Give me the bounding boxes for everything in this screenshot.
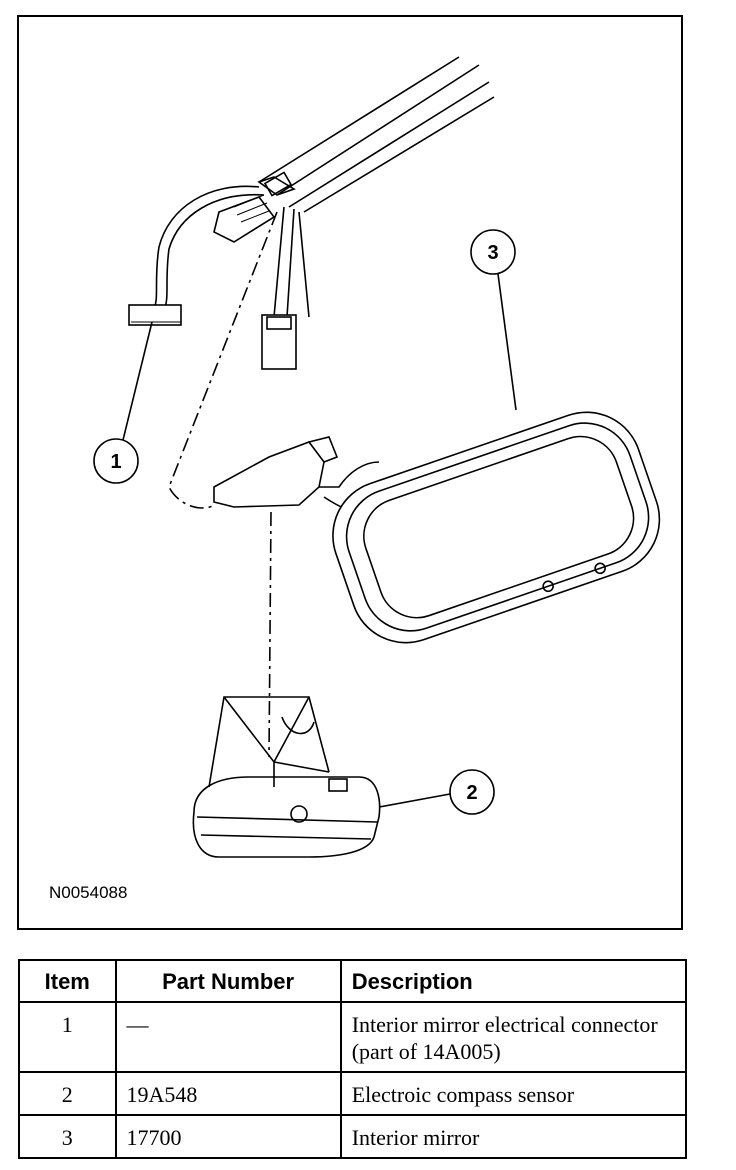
table-row: 2 19A548 Electroic compass sensor	[18, 1071, 688, 1116]
cell-description: Interior mirror	[339, 1114, 688, 1159]
cell-part-number: 19A548	[114, 1071, 342, 1116]
cell-description: Electroic compass sensor	[339, 1071, 688, 1116]
cell-part-number: —	[114, 1001, 342, 1073]
cell-part-number: 17700	[114, 1114, 342, 1159]
illustration-frame: 1 2 3 N0054088	[17, 15, 683, 930]
cell-item: 3	[18, 1114, 117, 1159]
callout-1: 1	[93, 321, 153, 484]
table-header-row: Item Part Number Description	[18, 959, 688, 1003]
table-row: 3 17700 Interior mirror	[18, 1114, 688, 1159]
callout-2: 2	[378, 769, 495, 815]
interior-mirror	[332, 411, 661, 644]
figure-id: N0054088	[49, 883, 128, 902]
compass-sensor	[192, 696, 381, 858]
wire-harness	[128, 185, 310, 370]
cell-item: 1	[18, 1001, 117, 1073]
parts-table: Item Part Number Description 1 — Interio…	[18, 959, 688, 1159]
callout-3-label: 3	[487, 242, 498, 264]
cell-description: Interior mirror electrical connector (pa…	[339, 1001, 688, 1073]
connector-1	[128, 304, 182, 326]
callout-3: 3	[470, 229, 517, 411]
mirror-assembly-illustration: 1 2 3	[93, 56, 661, 858]
windshield-bracket	[213, 56, 495, 243]
table-row: 1 — Interior mirror electrical connector…	[18, 1001, 688, 1073]
callout-2-label: 2	[466, 782, 477, 804]
header-description: Description	[339, 959, 688, 1003]
header-part-number: Part Number	[114, 959, 342, 1003]
cell-item: 2	[18, 1071, 117, 1116]
header-item: Item	[18, 959, 117, 1003]
callout-1-label: 1	[110, 451, 121, 473]
